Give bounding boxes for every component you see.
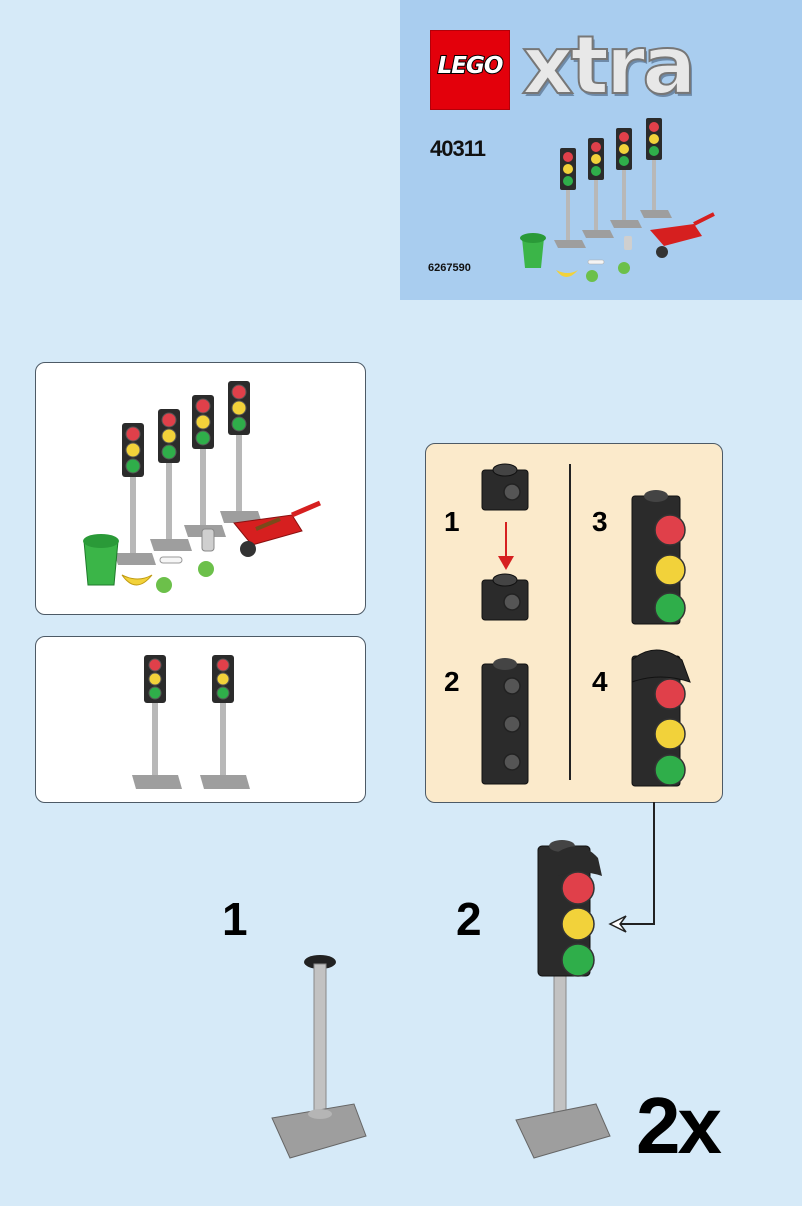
callout-arrow-icon — [608, 915, 627, 933]
step-number-2: 2 — [456, 893, 482, 945]
substep-number-2: 2 — [444, 666, 460, 697]
traffic-light-assembly-icon — [515, 840, 611, 1159]
arrow-down-icon — [498, 556, 514, 570]
traffic-light-model-icon — [131, 654, 183, 790]
header-set-illustration — [520, 118, 715, 282]
leaves-icon — [156, 561, 214, 593]
trash-can-icon — [83, 534, 119, 586]
traffic-light-body-icon — [631, 490, 686, 625]
traffic-light-hooded-icon — [631, 649, 691, 787]
bone-icon — [159, 556, 183, 564]
substep-number-3: 3 — [592, 506, 608, 537]
header-panel: LEGO xtra 40311 6267590 — [400, 0, 802, 300]
step-number-1: 1 — [222, 893, 248, 945]
banana-icon — [121, 574, 153, 586]
quantity-multiplier: 2x — [636, 1081, 722, 1170]
set-number: 40311 — [430, 136, 486, 161]
set-contents-illustration — [83, 380, 321, 593]
booklet-code: 6267590 — [428, 262, 471, 274]
subassembly-illustration — [481, 463, 691, 787]
black-brick-icon — [481, 463, 529, 511]
traffic-light-model-icon — [199, 654, 251, 790]
build-result-card — [35, 636, 366, 803]
substep-number-4: 4 — [592, 666, 608, 697]
black-brick-icon — [481, 573, 529, 621]
lamp-post-icon — [271, 955, 367, 1159]
lego-logo: LEGO — [430, 30, 510, 110]
lego-logo-text: LEGO — [437, 52, 505, 80]
wheelbarrow-icon — [233, 500, 321, 557]
set-contents-card — [35, 362, 366, 615]
brick-stack-icon — [481, 658, 529, 785]
subassembly-box: 1 2 3 4 — [425, 443, 723, 803]
bottle-icon — [201, 528, 215, 552]
build-result-illustration — [131, 654, 251, 790]
xtra-logo: xtra — [521, 19, 697, 112]
substep-number-1: 1 — [444, 506, 460, 537]
